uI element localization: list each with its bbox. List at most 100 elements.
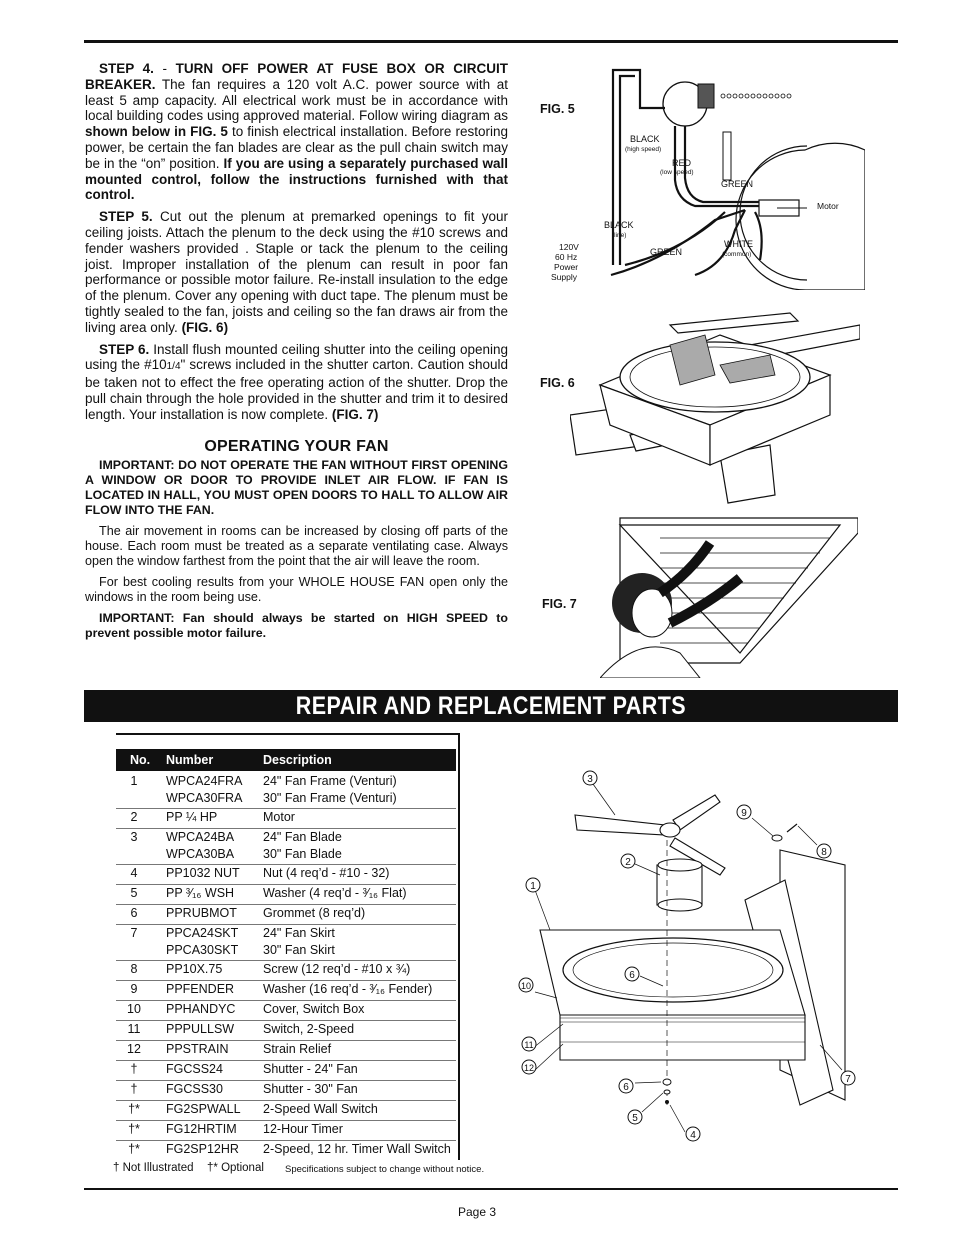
part-number: WPCA24BA xyxy=(166,830,235,844)
operating-section: OPERATING YOUR FAN IMPORTANT: DO NOT OPE… xyxy=(85,437,508,642)
part-description: 30" Fan Frame (Venturi) xyxy=(263,791,397,805)
step-4-lead: STEP 4. xyxy=(99,61,154,76)
part-number: PPSTRAIN xyxy=(166,1042,229,1056)
callout-3: 3 xyxy=(587,774,593,785)
part-number: PPCA24SKT xyxy=(166,926,239,940)
part-description: 2-Speed, 12 hr. Timer Wall Switch xyxy=(263,1142,451,1156)
part-item-no: †* xyxy=(128,1122,140,1136)
fig5-supply-3: Power xyxy=(554,262,578,272)
callout-8: 8 xyxy=(821,847,827,858)
part-description: 24" Fan Blade xyxy=(263,830,342,844)
part-item-no: †* xyxy=(128,1142,140,1156)
part-description: Washer (16 req’d - ³⁄₁₆ Fender) xyxy=(263,982,433,996)
callout-11: 11 xyxy=(524,1040,533,1050)
table-row-line: 2 PP ¼ HP Motor xyxy=(116,809,456,828)
callout-5: 5 xyxy=(632,1113,638,1124)
part-item-no: †* xyxy=(128,1102,140,1116)
note-optional: †* Optional xyxy=(207,1162,264,1174)
step-4-wall-control-note: If you are using a separately purchased … xyxy=(85,155,508,203)
part-item-no: † xyxy=(130,1062,138,1076)
callout-6a: 6 xyxy=(629,970,635,981)
callout-12: 12 xyxy=(524,1063,534,1073)
part-number: PPPULLSW xyxy=(166,1022,235,1036)
part-description: Strain Relief xyxy=(263,1042,332,1056)
step-4-dash: - xyxy=(153,61,176,76)
fig5-supply-4: Supply xyxy=(551,272,578,282)
part-description: Switch, 2-Speed xyxy=(263,1022,355,1036)
table-row-line: †* FG2SP12HR 2-Speed, 12 hr. Timer Wall Sw… xyxy=(116,1141,456,1160)
operating-important-1: IMPORTANT: DO NOT OPERATE THE FAN WITHOU… xyxy=(85,458,508,518)
operating-heading: OPERATING YOUR FAN xyxy=(204,437,389,455)
parts-banner-text: REPAIR AND REPLACEMENT PARTS xyxy=(295,692,687,720)
table-row: 2 PP ¼ HP Motor xyxy=(116,809,456,829)
part-number: PP ¼ HP xyxy=(166,810,218,824)
callout-2: 2 xyxy=(625,857,631,868)
step-6-fig-ref: (FIG. 7) xyxy=(331,406,379,422)
fig5-green-top: GREEN xyxy=(721,179,753,189)
part-description: Motor xyxy=(263,810,295,824)
fig5-black-line-sub: (line) xyxy=(612,232,626,239)
header-no: No. xyxy=(130,753,151,767)
fig5-black-high-sub: (high speed) xyxy=(625,146,661,153)
part-number: FG2SPWALL xyxy=(166,1102,241,1116)
wiring-diagram: BLACK (high speed) RED (low speed) GREEN… xyxy=(551,68,865,290)
part-number: PPHANDYC xyxy=(166,1002,236,1016)
page-number: Page 3 xyxy=(457,1205,497,1219)
part-number: PPCA30SKT xyxy=(166,943,239,957)
part-number: PP ³⁄₁₆ WSH xyxy=(166,886,235,900)
part-item-no: 9 xyxy=(130,982,138,996)
table-row: 10 PPHANDYC Cover, Switch Box xyxy=(116,1001,456,1021)
shutter-installation-illustration xyxy=(600,517,858,678)
bottom-rule xyxy=(84,1188,898,1190)
part-description: 2-Speed Wall Switch xyxy=(263,1102,378,1116)
step-6: STEP 6. Install flush mounted ceiling sh… xyxy=(85,342,508,423)
table-row: 8 PP10X.75 Screw (12 req’d - #10 x ¾) xyxy=(116,961,456,981)
part-description: Shutter - 24" Fan xyxy=(263,1062,358,1076)
note-not-illustrated: † Not Illustrated xyxy=(113,1162,194,1174)
table-row-line: 3 WPCA24BA 24" Fan Blade xyxy=(116,829,456,846)
operating-paragraph-1: The air movement in rooms can be increas… xyxy=(85,524,508,569)
part-number: FG12HRTIM xyxy=(166,1122,237,1136)
part-item-no: 10 xyxy=(127,1002,141,1016)
part-item-no: 7 xyxy=(130,926,138,940)
table-row: †* FG2SPWALL 2-Speed Wall Switch xyxy=(116,1101,456,1121)
table-row-line: 8 PP10X.75 Screw (12 req’d - #10 x ¾) xyxy=(116,961,456,980)
part-item-no: 5 xyxy=(130,886,138,900)
part-description: Screw (12 req’d - #10 x ¾) xyxy=(263,962,411,976)
fig5-red-sub: (low speed) xyxy=(660,169,694,176)
fig5-motor: Motor xyxy=(817,201,839,211)
fig5-green-bottom: GREEN xyxy=(650,247,682,257)
instructions-column: STEP 4. - TURN OFF POWER AT FUSE BOX OR … xyxy=(85,61,508,647)
table-row: † FGCSS24 Shutter - 24" Fan xyxy=(116,1061,456,1081)
part-description: 24" Fan Frame (Venturi) xyxy=(263,774,397,788)
part-item-no: 4 xyxy=(130,866,138,880)
fig-7-label: FIG. 7 xyxy=(542,597,577,611)
part-description: Nut (4 req’d - #10 - 32) xyxy=(263,866,390,880)
part-item-no: 2 xyxy=(130,810,138,824)
part-item-no: 8 xyxy=(130,962,138,976)
part-description: 30" Fan Skirt xyxy=(263,943,335,957)
part-number: FG2SP12HR xyxy=(166,1142,239,1156)
header-description: Description xyxy=(263,753,332,767)
table-row-line: PPCA30SKT 30" Fan Skirt xyxy=(116,942,456,960)
part-item-no: 3 xyxy=(130,830,138,844)
step-5-lead: STEP 5. xyxy=(99,209,153,225)
part-number: PP10X.75 xyxy=(166,962,223,976)
part-number: FGCSS24 xyxy=(166,1062,223,1076)
part-description: Cover, Switch Box xyxy=(263,1002,365,1016)
fig-5-label: FIG. 5 xyxy=(540,102,575,116)
part-description: 30" Fan Blade xyxy=(263,847,342,861)
